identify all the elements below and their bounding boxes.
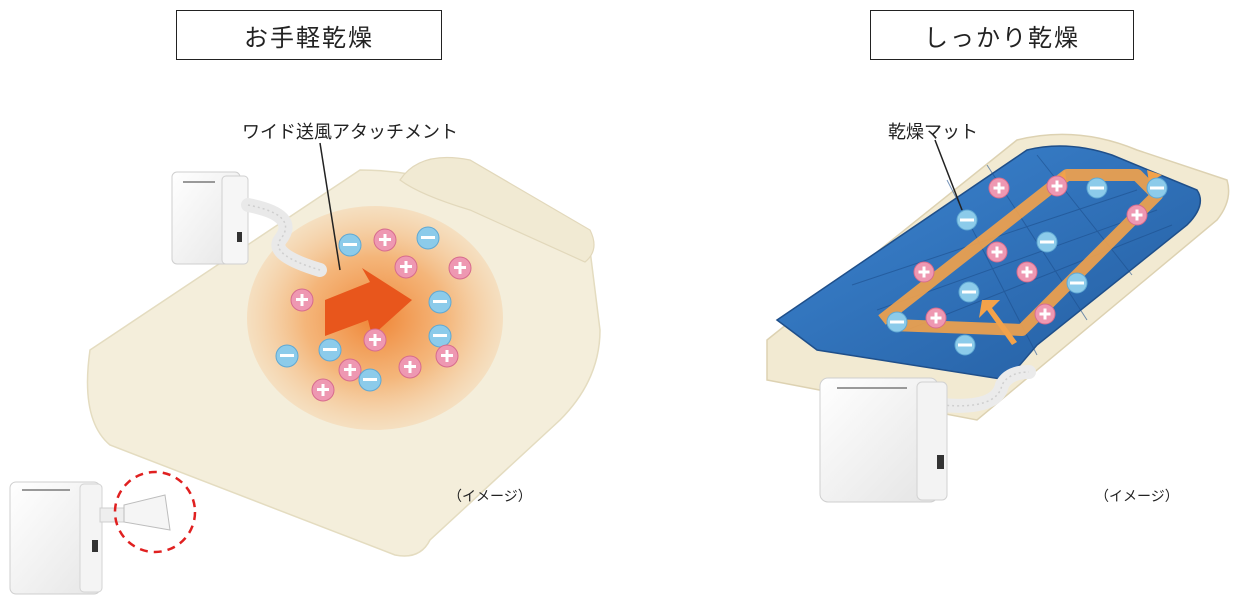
dryer-unit-top: [171, 171, 249, 265]
plus-ion-icon: [311, 378, 335, 402]
airflow-arrow-icon: [979, 300, 1017, 345]
plus-ion-icon: [1046, 175, 1068, 197]
pillow-shape: [399, 157, 595, 263]
minus-ion-icon: [358, 368, 382, 392]
minus-ion-icon: [275, 344, 299, 368]
thorough-dry-image-caption: （イメージ）: [1095, 489, 1179, 505]
minus-ion-icon: [958, 281, 980, 303]
minus-ion-icon: [954, 334, 976, 356]
thorough-dry-panel: しっかり乾燥: [617, 0, 1233, 599]
warm-air-arrow-icon: [325, 268, 412, 336]
attachment-highlight-circle: [113, 470, 197, 554]
plus-ion-icon: [913, 261, 935, 283]
plus-ion-icon: [1126, 204, 1148, 226]
plus-ion-icon: [1016, 261, 1038, 283]
plus-ion-icon: [290, 288, 314, 312]
ion-markers: [275, 226, 472, 402]
minus-ion-icon: [318, 338, 342, 362]
plus-ion-icon: [394, 255, 418, 279]
thorough-dry-illustration: [766, 133, 1230, 503]
thorough-dry-callout-label: 乾燥マット: [888, 122, 978, 143]
minus-ion-icon: [338, 233, 362, 257]
plus-ion-icon: [398, 355, 422, 379]
ion-markers: [886, 175, 1168, 356]
minus-ion-icon: [428, 324, 452, 348]
plus-ion-icon: [448, 256, 472, 280]
minus-ion-icon: [428, 290, 452, 314]
plus-ion-icon: [373, 228, 397, 252]
plus-ion-icon: [988, 177, 1010, 199]
quick-dry-title: お手軽乾燥: [176, 10, 442, 60]
quick-dry-panel: お手軽乾燥: [0, 0, 616, 599]
minus-ion-icon: [1146, 177, 1168, 199]
quick-dry-illustration: [9, 142, 601, 595]
plus-ion-icon: [1034, 303, 1056, 325]
thorough-dry-title: しっかり乾燥: [870, 10, 1134, 60]
callout-line: [319, 142, 341, 271]
plus-ion-icon: [363, 328, 387, 352]
minus-ion-icon: [1036, 231, 1058, 253]
airflow-arrow-icon: [1147, 170, 1162, 182]
dryer-unit: [819, 377, 948, 503]
quick-dry-callout-label: ワイド送風アタッチメント: [242, 122, 458, 143]
minus-ion-icon: [1086, 177, 1108, 199]
callout-line: [934, 139, 963, 211]
plus-ion-icon: [986, 241, 1008, 263]
minus-ion-icon: [886, 311, 908, 333]
plus-ion-icon: [435, 344, 459, 368]
plus-ion-icon: [338, 358, 362, 382]
wide-air-attachment: [123, 494, 171, 531]
minus-ion-icon: [416, 226, 440, 250]
plus-ion-icon: [925, 307, 947, 329]
quick-dry-image-caption: （イメージ）: [448, 489, 532, 505]
minus-ion-icon: [1066, 272, 1088, 294]
minus-ion-icon: [956, 209, 978, 231]
dryer-unit-bottom: [9, 481, 171, 595]
